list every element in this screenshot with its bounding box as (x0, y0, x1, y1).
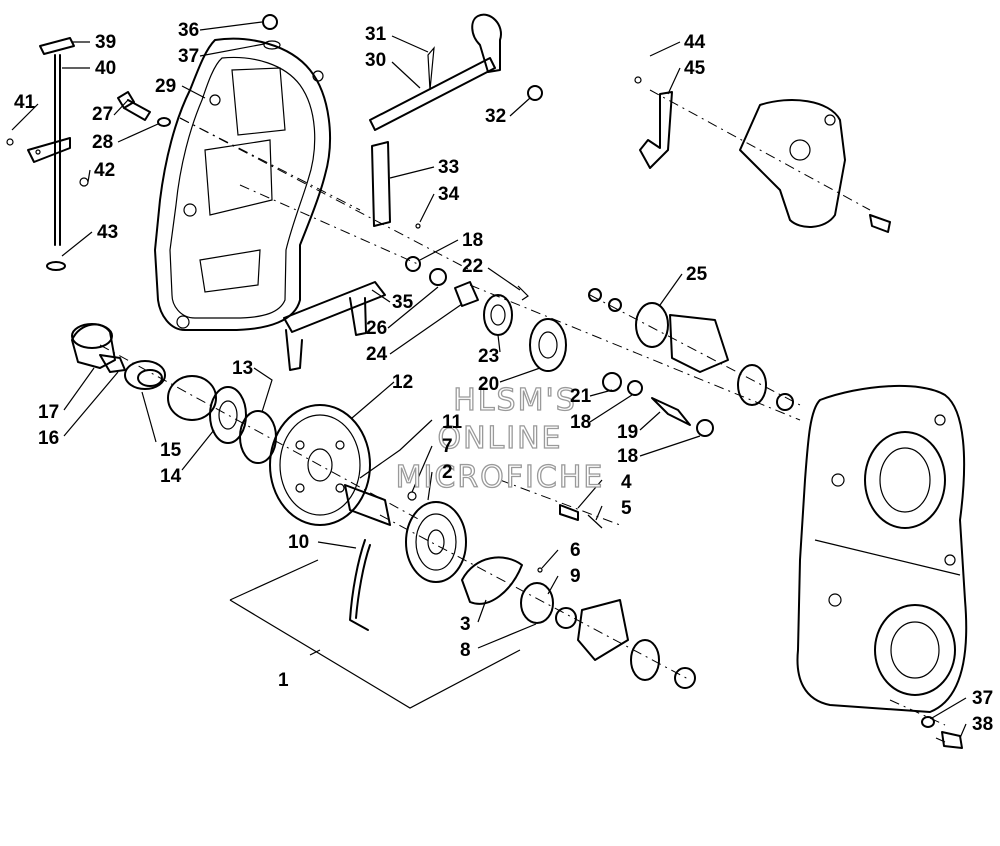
callout-18c: 18 (617, 446, 638, 467)
callout-39: 39 (95, 32, 116, 53)
bearing-cap (577, 599, 696, 689)
shift-handle-rod (6, 37, 89, 271)
callout-29: 29 (155, 76, 176, 97)
assembly-bracket-1 (229, 559, 521, 709)
upper-right-bracket (634, 76, 891, 233)
callout-labels: 39 40 41 42 43 36 37 29 27 28 31 30 32 3… (14, 20, 993, 735)
callout-9: 9 (570, 566, 581, 587)
cover-plate (371, 141, 421, 229)
callout-18: 18 (462, 230, 483, 251)
callout-30: 30 (365, 50, 386, 71)
callout-45: 45 (684, 58, 706, 79)
callout-18b: 18 (570, 412, 591, 433)
callout-13: 13 (232, 358, 253, 379)
callout-14: 14 (160, 466, 182, 487)
callout-10: 10 (288, 532, 309, 553)
drive-clutch-parts (71, 323, 277, 464)
callout-3: 3 (460, 614, 471, 635)
callout-7: 7 (442, 436, 453, 457)
callout-37b: 37 (972, 688, 993, 709)
callout-28: 28 (92, 132, 113, 153)
callout-35: 35 (392, 292, 414, 313)
callout-42: 42 (94, 160, 115, 181)
callout-4: 4 (621, 472, 632, 493)
callout-5: 5 (621, 498, 632, 519)
watermark: HLSM'S ONLINE MICROFICHE (395, 382, 605, 495)
callout-43: 43 (97, 222, 118, 243)
bolt-and-washer (117, 91, 171, 127)
callout-26: 26 (366, 318, 387, 339)
gearcase-housing (796, 384, 968, 713)
callout-40: 40 (95, 58, 116, 79)
callout-32: 32 (485, 106, 506, 127)
callout-22: 22 (462, 256, 483, 277)
callout-2: 2 (442, 462, 453, 483)
callout-33: 33 (438, 157, 459, 178)
callout-8: 8 (460, 640, 471, 661)
callout-21: 21 (570, 386, 592, 407)
callout-17: 17 (38, 402, 59, 423)
callout-23: 23 (478, 346, 499, 367)
callout-37: 37 (178, 46, 199, 67)
watermark-line-2: ONLINE (437, 421, 562, 456)
assembly-axis-lines (99, 89, 946, 726)
lower-gear-assembly (405, 491, 603, 629)
callout-6: 6 (570, 540, 581, 561)
callout-16: 16 (38, 428, 59, 449)
callout-36: 36 (178, 20, 199, 41)
callout-12: 12 (392, 372, 413, 393)
callout-38: 38 (972, 714, 993, 735)
callout-44: 44 (684, 32, 706, 53)
callout-25: 25 (686, 264, 708, 285)
gear-25-assembly (588, 288, 794, 411)
callout-24: 24 (366, 344, 388, 365)
leader-lines (11, 21, 967, 739)
callout-11: 11 (442, 412, 463, 433)
callout-27: 27 (92, 104, 113, 125)
callout-31: 31 (365, 24, 387, 45)
callout-1: 1 (278, 670, 289, 691)
callout-19: 19 (617, 422, 638, 443)
shift-fork (283, 281, 386, 371)
drive-chain (349, 539, 371, 631)
shift-shaft (369, 13, 543, 131)
callout-20: 20 (478, 374, 499, 395)
callout-15: 15 (160, 440, 182, 461)
watermark-line-3: MICROFICHE (396, 460, 605, 495)
callout-41: 41 (14, 92, 36, 113)
large-sprocket (269, 404, 391, 526)
callout-34: 34 (438, 184, 460, 205)
watermark-line-1: HLSM'S (453, 383, 577, 418)
drain-plug (921, 716, 963, 749)
